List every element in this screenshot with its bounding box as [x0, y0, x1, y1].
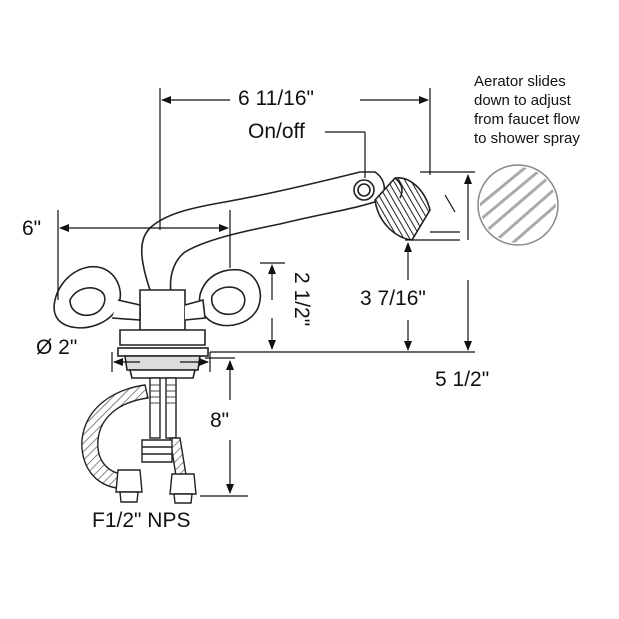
hose-nut-left	[115, 469, 143, 493]
base-plate	[117, 347, 209, 357]
label-aerator-height: 3 7/16"	[360, 287, 426, 310]
label-width-top: 6 11/16"	[238, 87, 314, 110]
label-connection: F1/2" NPS	[92, 509, 191, 532]
aerator-note: Aerator slides down to adjust from fauce…	[474, 72, 614, 148]
label-shank-length: 8"	[210, 409, 230, 432]
aerator-note-line1: Aerator slides	[474, 73, 566, 90]
aerator-head	[374, 177, 431, 241]
aerator-note-line4: to shower spray	[474, 130, 580, 147]
aerator-note-line2: down to adjust	[474, 92, 571, 109]
dimension-lines	[57, 88, 475, 497]
label-base-diameter: Ø 2"	[36, 336, 78, 359]
label-spout-height: 2 1/2"	[290, 272, 313, 327]
aerator-note-line3: from faucet flow	[474, 111, 580, 128]
right-handle	[198, 268, 262, 327]
label-total-height: 5 1/2"	[435, 368, 490, 391]
label-on-off: On/off	[248, 120, 305, 143]
supply-lines	[81, 377, 197, 504]
hose-nut-right	[169, 473, 197, 495]
on-off-button	[353, 179, 375, 201]
label-spread: 6"	[22, 217, 42, 240]
center-column	[139, 289, 186, 331]
aerator-detail	[477, 164, 559, 246]
left-handle	[53, 265, 122, 329]
hand-shower	[140, 171, 386, 302]
faucet-body	[53, 171, 431, 379]
